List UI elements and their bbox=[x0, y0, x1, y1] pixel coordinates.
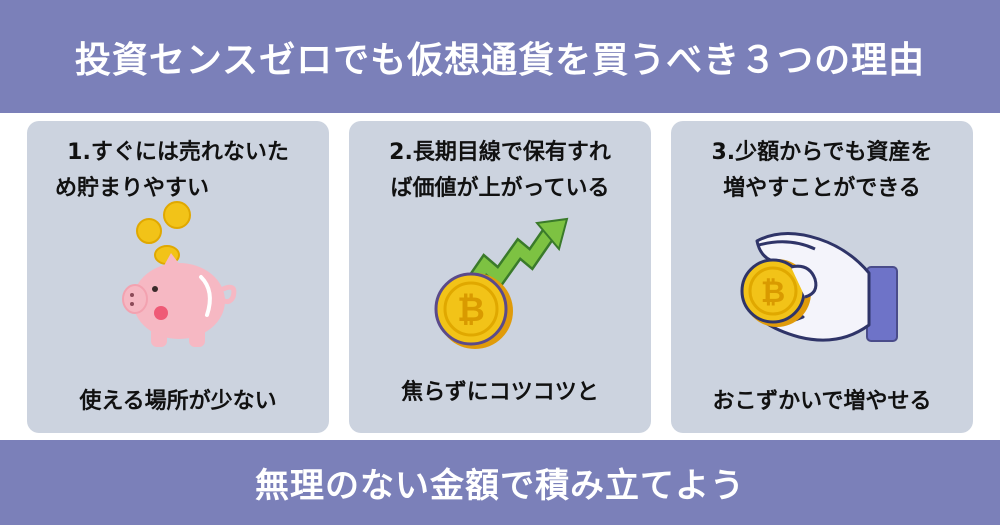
reason-title-2-line-2: ば価値が上がっている bbox=[390, 176, 610, 201]
reason-title-3-line-2: 増やすことができる bbox=[723, 176, 921, 201]
reason-title-2-line-1: 2.長期目線で保有すれ bbox=[389, 140, 611, 165]
svg-text:₿: ₿ bbox=[761, 275, 785, 310]
reason-title-1-line-1: 1.すぐには売れないた bbox=[67, 140, 289, 165]
reason-title-3-line-1: 3.少額からでも資産を bbox=[711, 140, 933, 165]
piggy-bank-icon bbox=[122, 201, 237, 347]
reason-card-1: 1.すぐには売れないた め貯まりやすい 使える場所が少ない bbox=[27, 121, 329, 433]
reason-card-3: 3.少額からでも資産を 増やすことができる ₿ おこずかいで増やせる bbox=[671, 121, 973, 433]
reason-caption-1: 使える場所が少ない bbox=[79, 389, 277, 414]
reason-card-2: 2.長期目線で保有すれ ば価値が上がっている ₿ 焦らずにコツコツと bbox=[349, 121, 651, 433]
reason-title-1: 1.すぐには売れないた め貯まりやすい bbox=[27, 135, 329, 207]
bitcoin-rising-chart-icon: ₿ bbox=[434, 217, 569, 349]
footer-banner: 無理のない金額で積み立てよう bbox=[0, 440, 1000, 525]
reason-title-3: 3.少額からでも資産を 増やすことができる bbox=[671, 135, 973, 207]
reason-title-1-line-2: め貯まりやすい bbox=[55, 176, 210, 201]
page-title: 投資センスゼロでも仮想通貨を買うべき３つの理由 bbox=[74, 39, 926, 81]
header-banner: 投資センスゼロでも仮想通貨を買うべき３つの理由 bbox=[0, 0, 1000, 113]
reason-caption-2: 焦らずにコツコツと bbox=[401, 380, 599, 405]
hand-holding-bitcoin-icon: ₿ bbox=[740, 231, 898, 342]
footer-text: 無理のない金額で積み立てよう bbox=[255, 466, 745, 506]
svg-text:₿: ₿ bbox=[457, 290, 485, 330]
reason-title-2: 2.長期目線で保有すれ ば価値が上がっている bbox=[349, 135, 651, 207]
reason-caption-3: おこずかいで増やせる bbox=[712, 389, 932, 414]
